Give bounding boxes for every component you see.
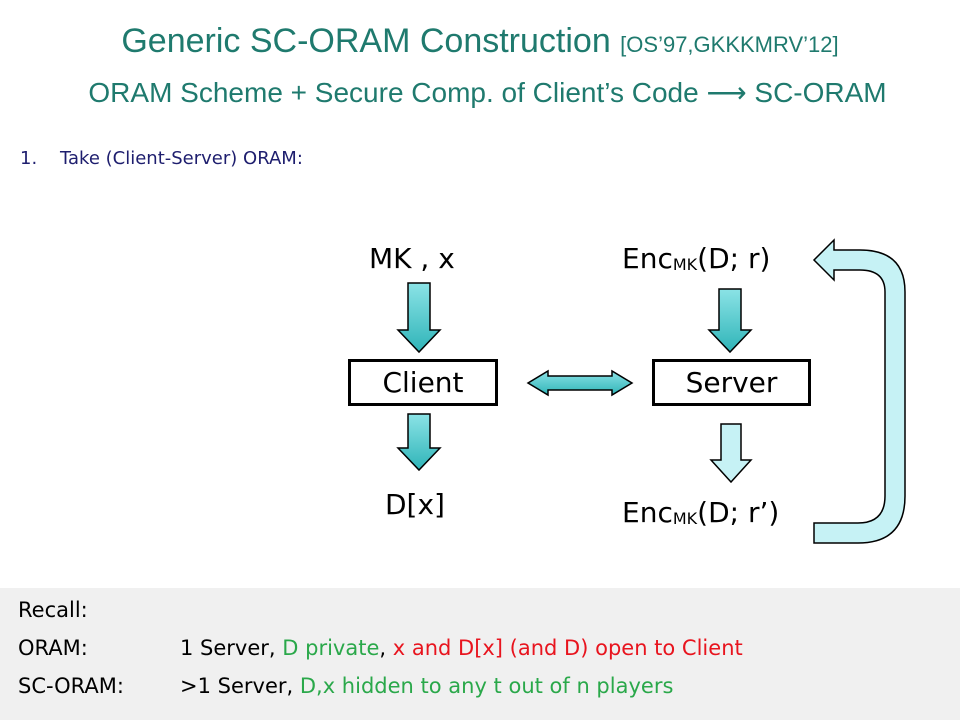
- title-main: Generic SC-ORAM Construction: [121, 22, 621, 60]
- recall-heading: Recall:: [18, 598, 88, 622]
- oram-part1: 1 Server,: [180, 636, 283, 660]
- server-box: Server: [652, 359, 811, 406]
- client-server-arrow: [526, 369, 634, 397]
- oram-part3: ,: [379, 636, 393, 660]
- client-input-label: MK , x: [369, 242, 455, 275]
- recall-panel: Recall: ORAM: 1 Server, D private, x and …: [0, 588, 960, 720]
- client-input-arrow: [396, 282, 442, 354]
- loop-back-arrow: [812, 238, 906, 544]
- server-output-arrow: [709, 423, 753, 484]
- client-output-label: D[x]: [385, 488, 445, 521]
- step-text: Take (Client-Server) ORAM:: [60, 148, 303, 169]
- server-output-prefix: Enc: [622, 496, 673, 529]
- server-input-suffix: (D; r): [697, 242, 771, 275]
- recall-oram-line: ORAM: 1 Server, D private, x and D[x] (an…: [18, 636, 743, 660]
- server-input-arrow: [707, 288, 753, 354]
- client-box: Client: [348, 359, 498, 406]
- server-input-label: EncMK(D; r): [622, 242, 770, 275]
- server-output-label: EncMK(D; r’): [622, 496, 779, 529]
- oram-label: ORAM:: [18, 636, 88, 660]
- server-output-sub: MK: [672, 509, 698, 528]
- step-number: 1.: [20, 148, 38, 169]
- sc-oram-part2: D,x hidden to any t out of n players: [299, 674, 674, 698]
- client-output-arrow: [396, 413, 442, 472]
- title-citation: [OS’97,GKKKMRV’12]: [620, 32, 839, 57]
- slide-title: Generic SC-ORAM Construction [OS’97,GKKK…: [0, 22, 960, 61]
- server-output-suffix: (D; r’): [697, 496, 780, 529]
- step-1: 1. Take (Client-Server) ORAM:: [20, 148, 303, 169]
- sc-oram-label: SC-ORAM:: [18, 674, 124, 698]
- slide-subtitle: ORAM Scheme + Secure Comp. of Client’s C…: [88, 77, 887, 108]
- recall-sc-oram-line: SC-ORAM: >1 Server, D,x hidden to any t o…: [18, 674, 673, 698]
- sc-oram-part1: >1 Server,: [180, 674, 300, 698]
- server-input-sub: MK: [672, 255, 698, 274]
- server-input-prefix: Enc: [622, 242, 673, 275]
- oram-part2: D private: [282, 636, 380, 660]
- oram-part4: x and D[x] (and D) open to Client: [392, 636, 743, 660]
